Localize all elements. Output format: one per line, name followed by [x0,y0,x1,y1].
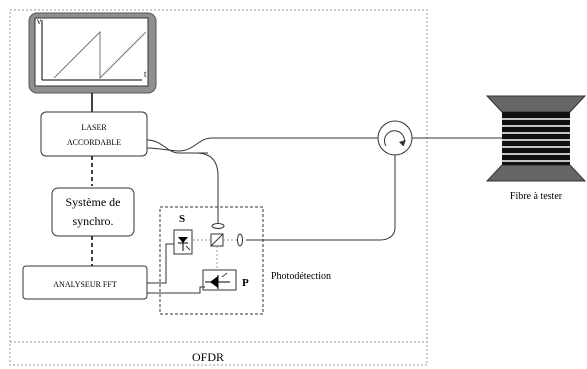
laser-fiber-lower [146,139,208,154]
fibre-label: Fibre à tester [510,191,563,202]
circulator [377,120,413,156]
display-screen [34,17,149,87]
synchro-block: Système de synchro. [51,187,135,237]
detector-p-box [202,269,237,291]
y-axis-label: ν [37,16,41,26]
laser-block: LASER ACCORDABLE [40,111,148,157]
splitter-diagonal [210,233,224,247]
circulator-body [377,120,413,156]
synchro-label-line2: synchro. [73,214,114,228]
photodiode-p-ray [221,272,228,278]
signal-s-to-fft [147,243,174,284]
circulator-arrowhead-icon [399,140,406,146]
detector-s-label: S [179,213,185,225]
fft-block: ANALYSEUR FFT [22,265,148,300]
ofdr-label: OFDR [192,350,224,364]
photodiode-s-ray [185,245,191,251]
ofdr-enclosure [9,9,428,366]
x-axis-label: t [144,69,147,79]
return-lens-icon [237,233,243,247]
fiber-to-circulator [177,137,380,152]
photodiode-s-icon [178,237,188,243]
detector-p [202,269,237,291]
fibre-spool [485,95,587,182]
synchro-box [51,187,135,237]
laser-fiber-upper-branch [146,147,179,152]
reference-arm-fiber [195,152,219,228]
photodetection-label: Photodétection [271,271,331,282]
detector-s [173,229,193,255]
spool-bottom-flange [485,164,587,182]
reference-lens-icon [211,223,225,229]
signal-p-to-fft [147,286,205,294]
laser-box [40,111,148,157]
spool-top-flange [485,95,587,113]
sweep-display: ν t [28,12,157,94]
photodetection-box [159,206,264,315]
laser-label-line1: LASER [81,123,107,132]
detector-p-label: P [242,277,249,289]
return-fiber [246,155,396,241]
spool-core [502,112,570,165]
synchro-label-line1: Système de [66,195,121,209]
laser-label-line2: ACCORDABLE [67,138,121,147]
sawtooth-sweep [53,31,147,79]
fft-label: ANALYSEUR FFT [53,280,117,289]
